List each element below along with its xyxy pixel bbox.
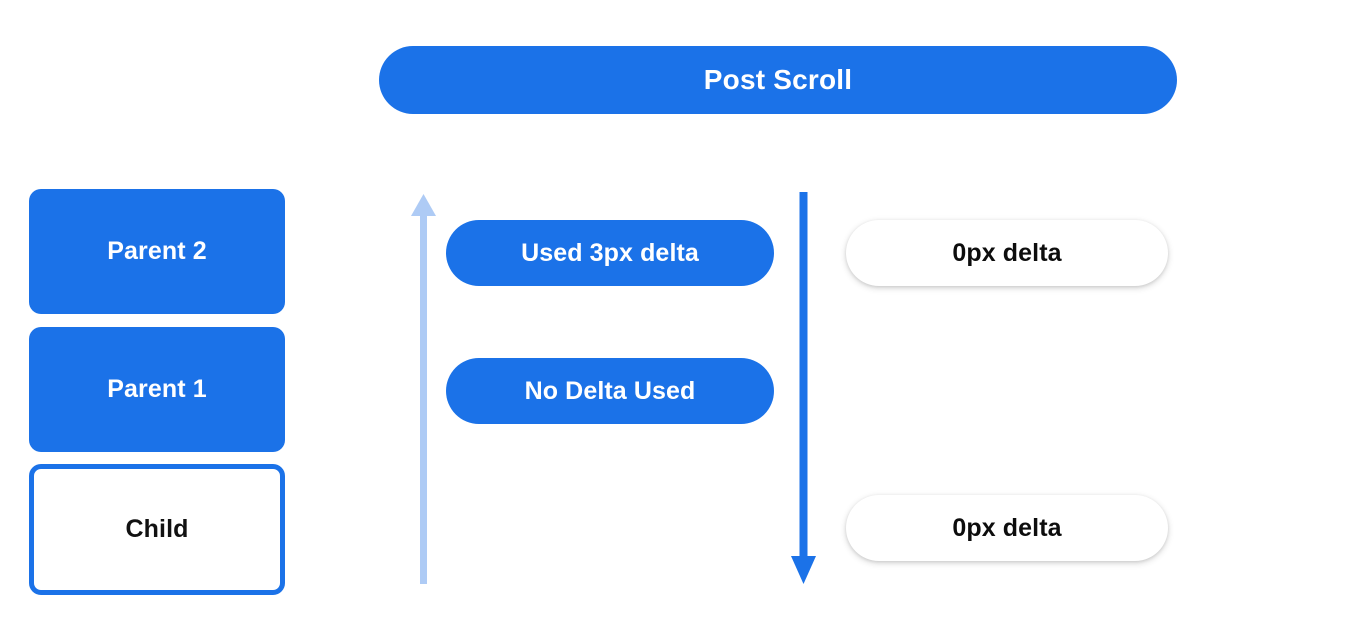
- remaining-delta-pill-bottom[interactable]: 0px delta: [846, 495, 1168, 561]
- node-child[interactable]: Child: [29, 464, 285, 595]
- delta-used-pill[interactable]: Used 3px delta: [446, 220, 774, 286]
- node-parent-1-label: Parent 1: [107, 375, 207, 403]
- scroll-down-arrow-icon: [791, 192, 816, 584]
- bubble-up-arrow-icon: [411, 194, 436, 584]
- node-parent-1[interactable]: Parent 1: [29, 327, 285, 452]
- delta-used-pill-label: Used 3px delta: [521, 238, 699, 267]
- post-scroll-banner-label: Post Scroll: [703, 64, 853, 95]
- remaining-delta-pill-top-label: 0px delta: [952, 238, 1062, 267]
- no-delta-used-pill-label: No Delta Used: [524, 376, 696, 405]
- remaining-delta-pill-bottom-label: 0px delta: [952, 513, 1062, 542]
- node-child-label: Child: [125, 515, 189, 543]
- remaining-delta-pill-top[interactable]: 0px delta: [846, 220, 1168, 286]
- no-delta-used-pill[interactable]: No Delta Used: [446, 358, 774, 424]
- post-scroll-banner: Post Scroll: [379, 46, 1177, 114]
- node-parent-2[interactable]: Parent 2: [29, 189, 285, 314]
- node-parent-2-label: Parent 2: [107, 237, 207, 265]
